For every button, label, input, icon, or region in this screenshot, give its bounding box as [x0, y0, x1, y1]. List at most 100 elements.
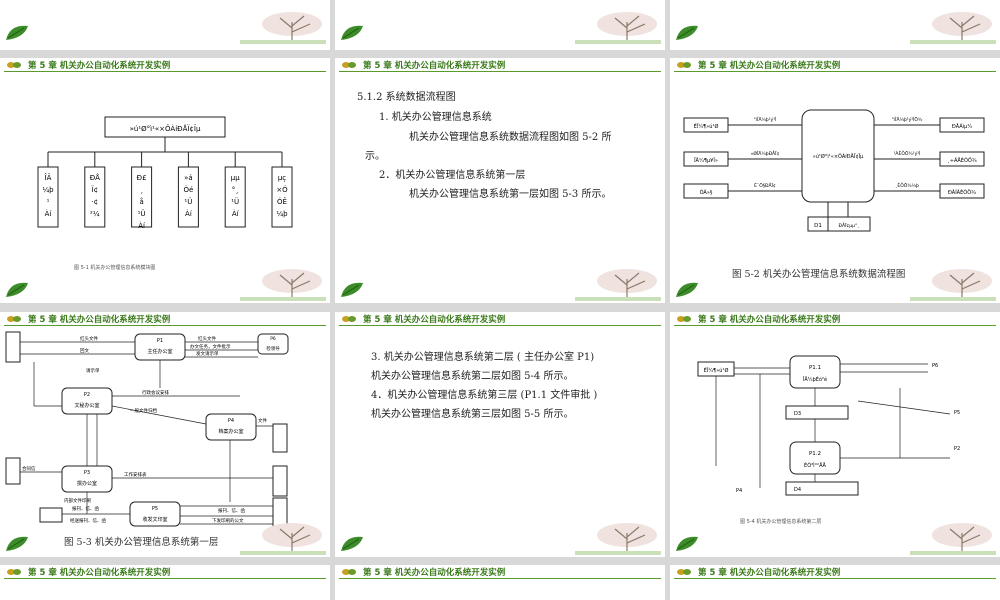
slide-strip-top-2[interactable]	[335, 0, 665, 50]
paragraph: 3. 机关办公管理信息系统第二层 ( 主任办公室 P1)	[371, 352, 595, 363]
section-heading: 5.1.2 系统数据流程图	[357, 92, 456, 103]
slide-strip-bottom-3[interactable]: 第 5 章 机关办公自动化系统开发实例	[670, 565, 1000, 600]
chapter-title: 第 5 章 机关办公自动化系统开发实例	[698, 568, 841, 578]
module-label: ÎÄ	[45, 173, 52, 182]
list-item: 2．机关办公管理信息系统第一层	[379, 170, 526, 181]
slide-header: 第 5 章 机关办公自动化系统开发实例	[0, 565, 330, 579]
target-p5: P5	[954, 410, 960, 416]
data-store-id: D1	[814, 223, 822, 229]
module-label: ÐÅ	[90, 173, 100, 182]
process-p11-id: P1.1	[809, 365, 821, 371]
paragraph: 机关办公管理信息系统数据流程图如图 5-2 所	[409, 132, 612, 143]
slide-context-dfd[interactable]: 第 5 章 机关办公自动化系统开发实例 »ú¹Ø°ì¹«×ÔÀíÐÅÏ¢Ïµ É…	[670, 58, 1000, 303]
tree-icon	[575, 12, 661, 44]
slide-module-diagram[interactable]: 第 5 章 机关办公自动化系统开发实例 »ú¹Ø°ì¹«×ÔÀíÐÅÏ¢Ïµ Î…	[0, 58, 330, 303]
leaf-icon	[676, 25, 698, 40]
logo-icon	[342, 316, 356, 322]
paragraph: 示。	[365, 151, 385, 162]
entity-left-label: ÉÏ¼¶»ú¹Ø	[704, 366, 729, 374]
store-d4-id: D4	[794, 487, 801, 493]
target-p6: P6	[932, 363, 938, 369]
flow-label: °ìÎÄ¼þ¹ý³ÌÖ¾	[892, 116, 923, 123]
target-p2: P2	[954, 446, 960, 452]
flow-lines	[728, 124, 940, 217]
module-label: »á	[184, 174, 193, 182]
flow-label: 行政会议安排	[142, 389, 169, 396]
flow-label: 合同信	[22, 465, 36, 472]
process-p3-id: P3	[84, 470, 90, 476]
leaf-icon	[676, 282, 698, 297]
tree-icon	[240, 12, 326, 44]
flow-label: É¨Ö§ÐÅÏ¢	[754, 181, 776, 189]
slide-header: 第 5 章 机关办公自动化系统开发实例	[670, 58, 1000, 72]
logo-icon	[7, 569, 21, 575]
tree-icon	[575, 269, 661, 301]
module-label: Àí	[138, 221, 146, 230]
slide-strip-bottom-2[interactable]: 第 5 章 机关办公自动化系统开发实例	[335, 565, 665, 600]
leaf-icon	[676, 536, 698, 551]
figure-caption: 图 5-1 机关办公管理信息系统模块图	[74, 265, 156, 271]
logo-icon	[342, 62, 356, 68]
entity-left-top	[5, 331, 21, 363]
header-rule	[339, 71, 661, 72]
slide-strip-top-1[interactable]	[0, 0, 330, 50]
paragraph: 机关办公管理信息系统第三层如图 5-5 所示。	[371, 409, 574, 420]
process-p2-label: 文秘办公室	[74, 402, 99, 409]
slide-level1-dfd[interactable]: 第 5 章 机关办公自动化系统开发实例	[0, 312, 330, 557]
logo-icon	[677, 316, 691, 322]
tree-icon	[575, 523, 661, 555]
module-label: å	[139, 197, 143, 206]
paragraph: 机关办公管理信息系统第二层如图 5-4 所示。	[371, 371, 574, 382]
figure-caption: 图 5-4 机关办公管理信息系统第二层	[740, 519, 822, 525]
module-label: Òé	[183, 185, 193, 194]
slide-strip-bottom-1[interactable]: 第 5 章 机关办公自动化系统开发实例	[0, 565, 330, 600]
slide-header: 第 5 章 机关办公自动化系统开发实例	[0, 312, 330, 326]
center-process-label: »ú¹Ø°ì¹«×ÔÀíÐÅÏ¢Ïµ	[813, 153, 864, 160]
paragraph: 4．机关办公管理信息系统第三层 (P1.1 文件审批 )	[371, 390, 598, 401]
left-entities: ÉÏ¼¶»ú¹Ø ÏÂ¼¶µ¥Î» ÓÃ»§	[683, 117, 729, 199]
slide-header: 第 5 章 机关办公自动化系统开发实例	[335, 565, 665, 579]
right-entity-2-label: ¸÷ÃÅÈÕÖ¾	[947, 156, 977, 164]
leaf-icon	[6, 25, 28, 40]
logo-icon	[7, 316, 21, 322]
chapter-title: 第 5 章 机关办公自动化系统开发实例	[28, 61, 171, 71]
slide-strip-top-3[interactable]	[670, 0, 1000, 50]
leaf-icon	[341, 282, 363, 297]
slide-header: 第 5 章 机关办公自动化系统开发实例	[670, 565, 1000, 579]
slide-section-text-1[interactable]: 第 5 章 机关办公自动化系统开发实例 5.1.2 系统数据流程图 1. 机关办…	[335, 58, 665, 303]
flow-label: 回文	[80, 347, 89, 354]
module-label: ²¼	[90, 210, 100, 218]
slide-section-text-2[interactable]: 第 5 章 机关办公自动化系统开发实例 3. 机关办公管理信息系统第二层 ( 主…	[335, 312, 665, 557]
left-entity-2-label: ÏÂ¼¶µ¥Î»	[694, 157, 718, 164]
module-label: °¸	[232, 186, 239, 194]
logo-icon	[342, 569, 356, 575]
level2-dfd-diagram: ÉÏ¼¶»ú¹Ø P1.1 ÎÄ¼þÉó²é P1.2 ÈÕ³Ì°²ÅÅ D3 …	[697, 355, 960, 496]
level1-dfd-diagram: P1 主任办公室 P2 文秘办公室 P3 撰办公室 P4 档案办公室 P5 收发…	[5, 331, 289, 529]
process-p3-label: 撰办公室	[77, 480, 97, 487]
module-label: Àí	[232, 209, 240, 218]
module-label: µç	[278, 174, 286, 182]
leaf-icon	[341, 536, 363, 551]
store-d3	[785, 405, 849, 420]
chapter-title: 第 5 章 机关办公自动化系统开发实例	[28, 568, 171, 578]
left-entity-1-label: ÉÏ¼¶»ú¹Ø	[694, 122, 719, 130]
module-label: ¼þ	[42, 186, 54, 194]
header-rule	[4, 71, 326, 72]
header-rule	[674, 71, 996, 72]
process-p5-label: 收发文印室	[142, 516, 167, 523]
store-d3-id: D3	[794, 411, 801, 417]
flow-label: 红头文件	[198, 335, 216, 342]
flow-label: ¸ÈÕÖ¾¼þ	[895, 181, 919, 189]
flow-label: 一般文件归档	[130, 407, 157, 414]
module-label: ÓÊ	[277, 197, 287, 206]
process-p5-id: P5	[152, 506, 158, 512]
module-box	[131, 166, 153, 228]
process-p12-label: ÈÕ³Ì°²ÅÅ	[804, 461, 826, 469]
figure-caption: 图 5-3 机关办公管理信息系统第一层	[64, 537, 219, 548]
store-d4	[785, 481, 859, 496]
process-p6-label: 检领导	[266, 345, 280, 352]
slide-level2-dfd[interactable]: 第 5 章 机关办公自动化系统开发实例 ÉÏ¼¶»ú¹Ø P1.1 ÎÄ¼þÉó…	[670, 312, 1000, 557]
module-label: ¹Ü	[138, 209, 146, 218]
flow-label: 内部文件印刷	[64, 497, 91, 504]
